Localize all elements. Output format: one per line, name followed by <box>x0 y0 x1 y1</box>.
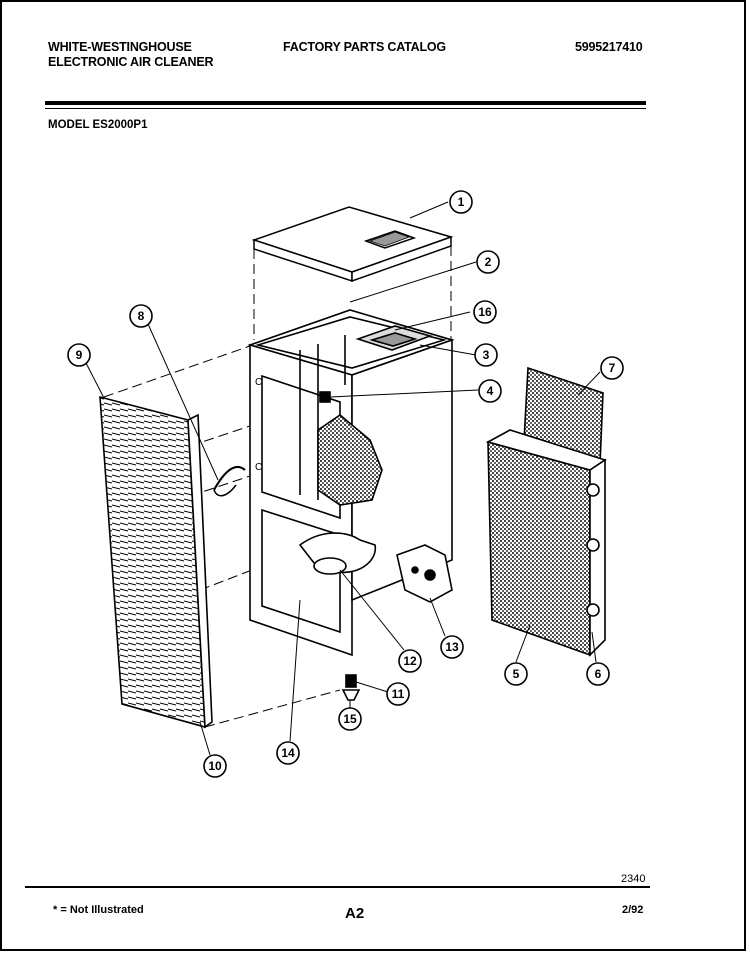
callout-16: 16 <box>473 300 497 324</box>
catalog-number: 5995217410 <box>575 40 643 54</box>
not-illustrated-note: * = Not Illustrated <box>53 904 144 916</box>
svg-text:8: 8 <box>138 309 145 323</box>
page-number: A2 <box>345 905 365 922</box>
cabinet-body: C C <box>247 309 455 701</box>
header-rule-thin <box>45 108 646 109</box>
model-number: MODEL ES2000P1 <box>48 119 148 131</box>
svg-text:1: 1 <box>458 195 465 209</box>
svg-text:7: 7 <box>609 361 616 375</box>
svg-text:11: 11 <box>392 687 405 701</box>
callout-2: 2 <box>476 250 500 274</box>
svg-text:16: 16 <box>478 305 492 319</box>
top-cover <box>251 206 454 283</box>
callout-13: 13 <box>440 635 464 659</box>
svg-text:9: 9 <box>76 348 83 362</box>
svg-text:C: C <box>255 377 262 388</box>
callout-11: 11 <box>386 682 410 706</box>
electronic-cell <box>485 366 607 657</box>
revision-date: 2/92 <box>622 904 644 916</box>
front-grille <box>99 395 246 729</box>
callout-14: 14 <box>276 741 300 765</box>
callout-12: 12 <box>398 649 422 673</box>
callout-4: 4 <box>478 379 502 403</box>
svg-text:14: 14 <box>281 746 295 760</box>
svg-text:2: 2 <box>485 255 492 269</box>
svg-text:12: 12 <box>403 654 417 668</box>
product-type: ELECTRONIC AIR CLEANER <box>48 55 214 69</box>
leader-lines <box>85 201 601 756</box>
callout-10: 10 <box>203 754 227 778</box>
drawing-number: 2340 <box>621 873 646 885</box>
callout-8: 8 <box>129 304 153 328</box>
svg-text:5: 5 <box>513 667 520 681</box>
svg-text:3: 3 <box>483 348 490 362</box>
svg-text:4: 4 <box>487 384 494 398</box>
svg-text:13: 13 <box>445 640 459 654</box>
svg-text:C: C <box>255 462 262 473</box>
callout-6: 6 <box>586 662 610 686</box>
callout-7: 7 <box>600 356 624 380</box>
callout-9: 9 <box>67 343 91 367</box>
catalog-title: FACTORY PARTS CATALOG <box>283 40 446 54</box>
brand-name: WHITE-WESTINGHOUSE <box>48 40 192 54</box>
callout-15: 15 <box>338 707 362 731</box>
callout-3: 3 <box>474 343 498 367</box>
callout-5: 5 <box>504 662 528 686</box>
header-rule <box>45 101 646 105</box>
svg-text:10: 10 <box>208 759 222 773</box>
callout-1: 1 <box>449 190 473 214</box>
svg-text:15: 15 <box>343 712 357 726</box>
svg-text:6: 6 <box>595 667 602 681</box>
footer-rule <box>25 886 650 888</box>
